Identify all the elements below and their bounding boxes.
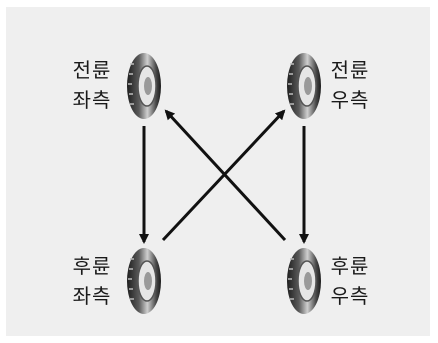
label-front-left-line2: 좌측 xyxy=(72,88,112,112)
label-rear-right-line2: 우측 xyxy=(330,284,370,308)
label-rear-left-line1: 후륜 xyxy=(72,254,112,278)
tire-rear-left-icon xyxy=(127,248,161,314)
label-front-right: 전륜 우측 xyxy=(322,55,378,115)
tire-rear-right-icon xyxy=(287,248,321,314)
label-front-left: 전륜 좌측 xyxy=(64,55,120,115)
label-rear-right: 후륜 우측 xyxy=(322,251,378,311)
tire-front-right-icon xyxy=(287,53,321,119)
label-rear-left-line2: 좌측 xyxy=(72,284,112,308)
label-front-left-line1: 전륜 xyxy=(72,58,112,82)
label-front-right-line2: 우측 xyxy=(330,88,370,112)
label-rear-left: 후륜 좌측 xyxy=(64,251,120,311)
arrow-rear-right-to-front-left xyxy=(164,109,287,242)
label-front-right-line1: 전륜 xyxy=(330,58,370,82)
tire-front-left-icon xyxy=(127,53,161,119)
label-rear-right-line1: 후륜 xyxy=(330,254,370,278)
diagram-panel xyxy=(6,7,430,336)
